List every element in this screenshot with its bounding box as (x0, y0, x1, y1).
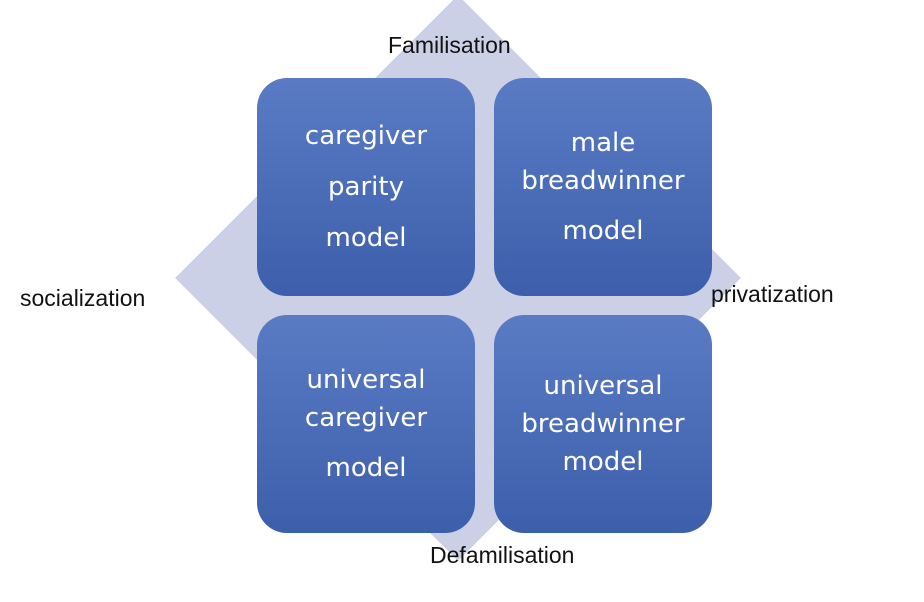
quadrant-text: universal caregiver model (305, 361, 427, 487)
quadrant-line: model (325, 453, 407, 483)
quadrant-text: male breadwinner model (521, 124, 684, 250)
quadrant-line: caregiver (304, 403, 428, 433)
quadrant-universal-breadwinner-model: universal breadwinner model (494, 315, 712, 533)
quadrant-line: universal (543, 371, 663, 401)
quadrant-line: breadwinner (521, 409, 685, 439)
axis-label-familisation: Familisation (388, 32, 511, 58)
quadrant-line: breadwinner (521, 166, 685, 196)
quadrant-line: model (325, 222, 407, 253)
quadrant-line: model (562, 447, 644, 477)
axis-label-privatization: privatization (711, 281, 834, 307)
quadrant-caregiver-parity-model: caregiver parity model (257, 78, 475, 296)
quadrant-male-breadwinner-model: male breadwinner model (494, 78, 712, 296)
quadrant-text: universal breadwinner model (521, 367, 684, 481)
quadrant-line: caregiver (304, 120, 428, 151)
quadrant-line: model (562, 216, 644, 246)
axis-label-socialization: socialization (20, 285, 146, 311)
axis-label-defamilisation: Defamilisation (430, 542, 575, 568)
quadrant-universal-caregiver-model: universal caregiver model (257, 315, 475, 533)
quadrant-text: caregiver parity model (305, 111, 427, 264)
quadrant-line: parity (328, 171, 404, 202)
quadrant-line: male (570, 128, 636, 158)
quadrant-line: universal (306, 365, 426, 395)
